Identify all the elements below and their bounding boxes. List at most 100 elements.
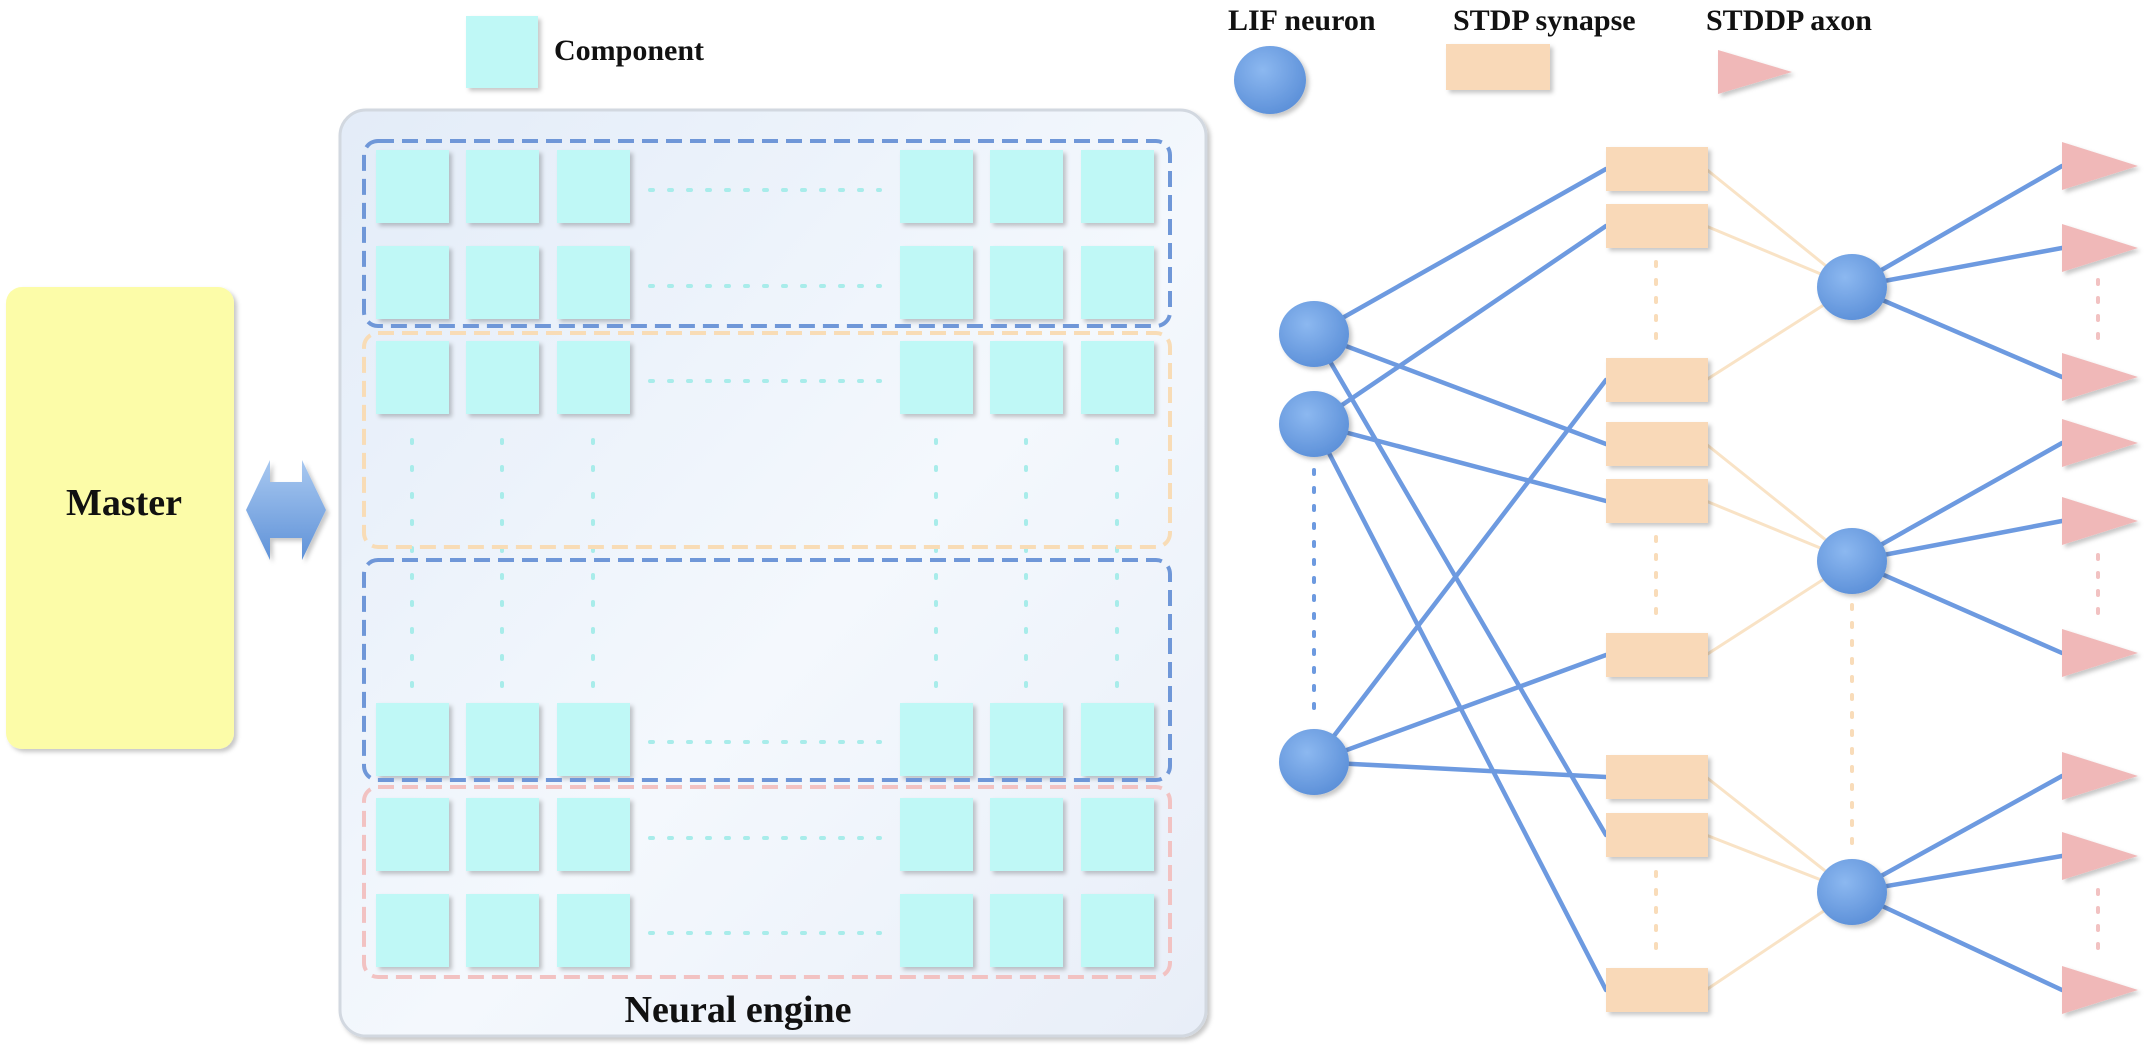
connection-line: [1311, 421, 1609, 504]
component-cell: [557, 150, 630, 223]
synapse-block: [1606, 633, 1708, 677]
legend-stdp-synapse-label: STDP synapse: [1453, 4, 1636, 37]
component-cell: [990, 341, 1063, 414]
component-cell: [466, 150, 539, 223]
connection-line: [1849, 518, 2065, 564]
connection-line: [1849, 440, 2065, 564]
connection-line: [1311, 166, 1609, 337]
master-label: Master: [66, 482, 182, 524]
connection-line: [1311, 759, 1609, 780]
component-cell: [466, 703, 539, 776]
lif-neuron: [1817, 254, 1887, 320]
axon-triangle: [2062, 497, 2138, 545]
legend-axon-swatch: [1718, 50, 1792, 94]
lif-neuron: [1279, 729, 1349, 795]
component-cell: [1081, 246, 1154, 319]
axon-triangle: [2062, 353, 2138, 401]
component-cell: [557, 894, 630, 967]
legend-component-swatch: [466, 16, 538, 88]
synapse-block: [1606, 147, 1708, 191]
component-cell: [990, 894, 1063, 967]
component-cell: [900, 341, 973, 414]
axon-triangle: [2062, 629, 2138, 677]
connection-line: [1311, 377, 1609, 765]
component-cell: [1081, 798, 1154, 871]
component-cell: [466, 798, 539, 871]
group-box-blue-top: [362, 139, 1172, 328]
component-cell: [376, 150, 449, 223]
lif-neuron: [1817, 859, 1887, 925]
group-box-pink: [362, 785, 1172, 979]
synapse-block: [1606, 813, 1708, 857]
neurons: [1279, 254, 1887, 925]
component-cell: [1081, 703, 1154, 776]
component-cell: [900, 798, 973, 871]
axon-triangle: [2062, 224, 2138, 272]
axons: [2062, 142, 2138, 1014]
legend-lif-neuron-label: LIF neuron: [1228, 4, 1376, 37]
component-cell: [557, 798, 630, 871]
connection-line: [1849, 284, 2065, 380]
component-cell: [900, 703, 973, 776]
axon-triangle: [2062, 142, 2138, 190]
component-grid: [376, 150, 1154, 967]
axon-triangle: [2062, 419, 2138, 467]
legend: Component LIF neuron STDP synapse STDDP …: [466, 4, 1872, 114]
axon-triangle: [2062, 966, 2138, 1014]
component-cell: [990, 150, 1063, 223]
component-cell: [990, 703, 1063, 776]
network-edges: [1311, 163, 2065, 993]
component-cell: [557, 703, 630, 776]
synapse-block: [1606, 358, 1708, 402]
synapses: [1606, 147, 1708, 1012]
component-cell: [376, 798, 449, 871]
connection-line: [1849, 558, 2065, 656]
engine-background: [338, 108, 1208, 1038]
legend-synapse-swatch: [1446, 44, 1550, 90]
component-cell: [376, 341, 449, 414]
neural-engine-panel: Neural engine: [338, 108, 1208, 1038]
component-cell: [900, 894, 973, 967]
axon-triangle: [2062, 832, 2138, 880]
lif-neuron: [1279, 391, 1349, 457]
component-cell: [900, 246, 973, 319]
engine-grid-dots: [410, 188, 1119, 935]
legend-component-label: Component: [554, 34, 704, 67]
spiking-network: [1279, 142, 2138, 1014]
connection-line: [1311, 331, 1609, 838]
lif-neuron: [1279, 301, 1349, 367]
legend-stddp-axon-label: STDDP axon: [1706, 4, 1872, 37]
group-box-orange: [362, 331, 1172, 549]
connection-line: [1849, 163, 2065, 290]
component-cell: [1081, 341, 1154, 414]
component-cell: [466, 894, 539, 967]
connection-line: [1849, 773, 2065, 895]
component-cell: [376, 246, 449, 319]
connection-line: [1849, 889, 2065, 993]
component-cell: [900, 150, 973, 223]
connection-line: [1311, 331, 1609, 447]
master-block: Master: [6, 287, 234, 749]
synapse-block: [1606, 479, 1708, 523]
component-cell: [376, 703, 449, 776]
synapse-block: [1606, 755, 1708, 799]
component-cell: [1081, 150, 1154, 223]
connection-line: [1849, 245, 2065, 290]
component-cell: [990, 798, 1063, 871]
synapse-block: [1606, 422, 1708, 466]
component-cell: [557, 341, 630, 414]
engine-label: Neural engine: [625, 989, 852, 1031]
group-box-blue-middle: [362, 558, 1172, 782]
lif-neuron: [1817, 528, 1887, 594]
master-box: [6, 287, 234, 749]
component-cell: [376, 894, 449, 967]
bidirectional-arrow-icon: [246, 460, 326, 560]
connection-line: [1311, 652, 1609, 765]
component-cell: [990, 246, 1063, 319]
component-cell: [1081, 894, 1154, 967]
component-cell: [466, 246, 539, 319]
axon-triangle: [2062, 752, 2138, 800]
component-cell: [466, 341, 539, 414]
connection-line: [1311, 223, 1609, 427]
